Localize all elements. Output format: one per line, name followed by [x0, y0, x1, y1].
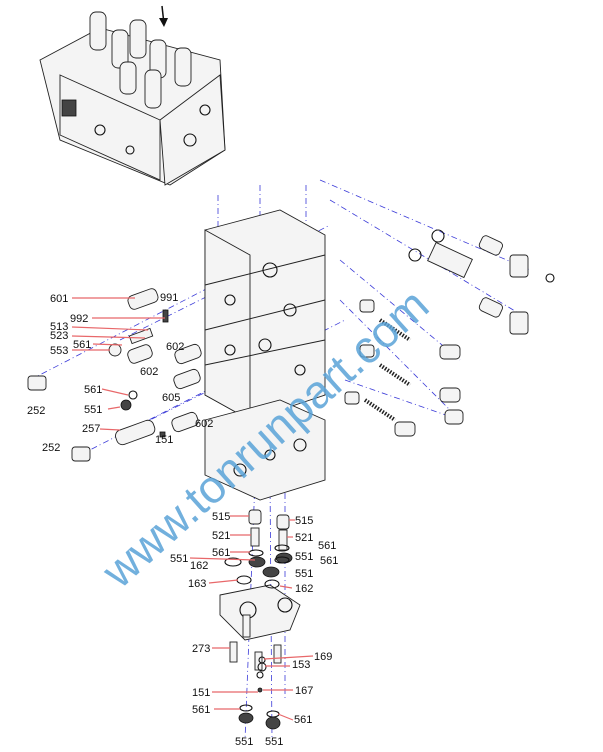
part-label: 602: [166, 341, 184, 353]
valve-body-stack: [204, 209, 326, 641]
callout-labels: 601 991 992 513 523 561 553 602 602 561 …: [27, 292, 338, 748]
part-label: 151: [192, 687, 210, 699]
part-label: 551: [295, 551, 313, 563]
part-label: 553: [50, 345, 68, 357]
part-label: 515: [295, 515, 313, 527]
part-label: 257: [82, 423, 100, 435]
part-label: 561: [320, 555, 338, 567]
side-parts-right: [344, 229, 555, 437]
part-label: 523: [50, 330, 68, 342]
part-label: 163: [188, 578, 206, 590]
part-label: 521: [295, 532, 313, 544]
part-label: 551: [295, 568, 313, 580]
part-label: 551: [235, 736, 253, 748]
part-label: 513: [50, 321, 68, 333]
part-label: 273: [192, 643, 210, 655]
part-label: 252: [27, 405, 45, 417]
part-label: 561: [73, 339, 91, 351]
part-label: 602: [195, 418, 213, 430]
part-label: 153: [292, 659, 310, 671]
part-label: 601: [50, 293, 68, 305]
part-label: 561: [192, 704, 210, 716]
part-label: 169: [314, 651, 332, 663]
part-label: 992: [70, 313, 88, 325]
part-label: 551: [84, 404, 102, 416]
direction-arrow-icon: [159, 5, 168, 27]
part-label: 991: [160, 292, 178, 304]
part-label: 252: [42, 442, 60, 454]
part-label: 162: [295, 583, 313, 595]
part-label: 151: [155, 434, 173, 446]
valve-assembly-overview: [39, 11, 226, 186]
side-parts-left: [27, 288, 202, 462]
part-label: 162: [190, 560, 208, 572]
leader-lines: [71, 297, 314, 721]
part-label: 167: [295, 685, 313, 697]
part-label: 561: [294, 714, 312, 726]
part-label: 605: [162, 392, 180, 404]
part-label: 551: [170, 553, 188, 565]
part-label: 561: [212, 547, 230, 559]
part-label: 561: [318, 540, 336, 552]
part-label: 515: [212, 511, 230, 523]
part-label: 551: [265, 736, 283, 748]
part-label: 602: [140, 366, 158, 378]
part-label: 521: [212, 530, 230, 542]
lower-stack-parts: [224, 509, 293, 730]
part-label: 561: [84, 384, 102, 396]
